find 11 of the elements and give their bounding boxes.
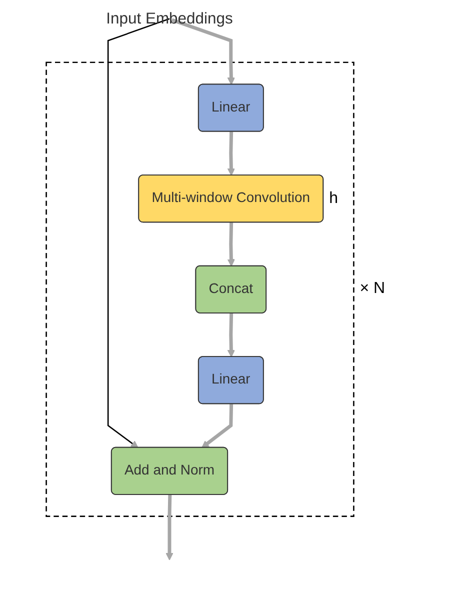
node-text: Input Embeddings xyxy=(106,10,233,28)
cluster xyxy=(46,62,354,517)
arrow xyxy=(171,18,236,86)
arrow xyxy=(107,18,170,448)
arrow xyxy=(166,494,174,560)
arrow xyxy=(227,132,236,176)
arrow xyxy=(227,222,236,267)
arrow xyxy=(201,404,234,448)
arrow xyxy=(227,313,236,358)
side-note: × N xyxy=(360,280,386,298)
side-note: h xyxy=(329,190,338,208)
